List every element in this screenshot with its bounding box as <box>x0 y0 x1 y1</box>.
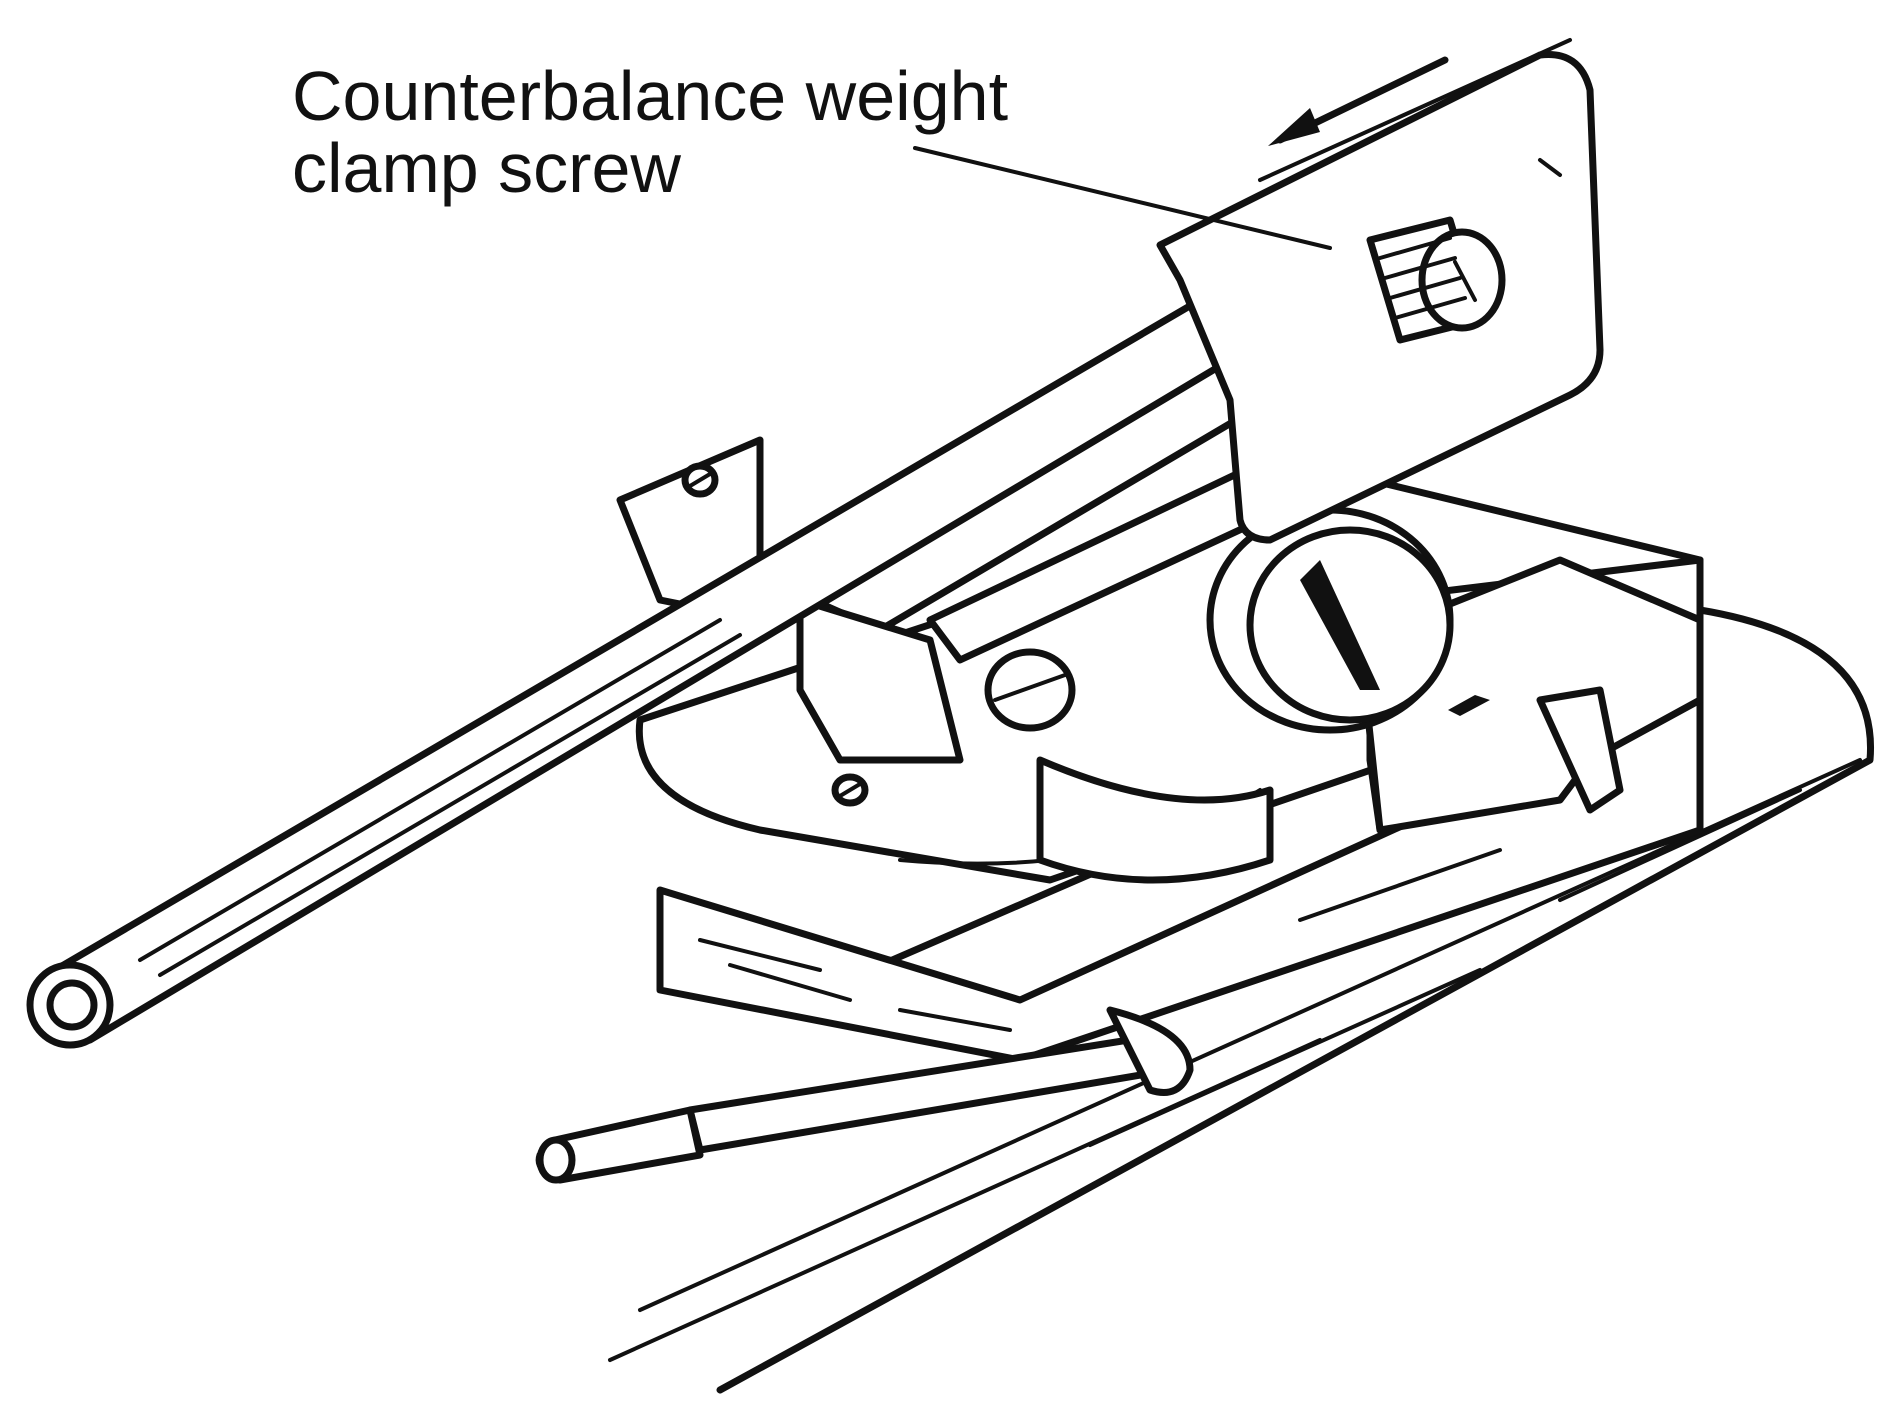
screw-head-icon <box>681 462 869 807</box>
clamp-screw-knob <box>1366 216 1506 344</box>
headshell <box>786 356 1394 764</box>
base-plate <box>608 606 1875 1394</box>
counterweight <box>1156 38 1604 544</box>
mounting-block <box>656 686 1704 1064</box>
knurled-knob-icon <box>1206 506 1454 734</box>
callout-line-2: clamp screw <box>292 129 681 207</box>
callout-label: Counterbalance weight clamp screw <box>292 60 1008 204</box>
callout-line-1: Counterbalance weight <box>292 57 1009 135</box>
cue-lever <box>535 1006 1194 1184</box>
direction-arrow-icon <box>1268 108 1320 146</box>
callout-leader-line <box>913 146 1332 250</box>
